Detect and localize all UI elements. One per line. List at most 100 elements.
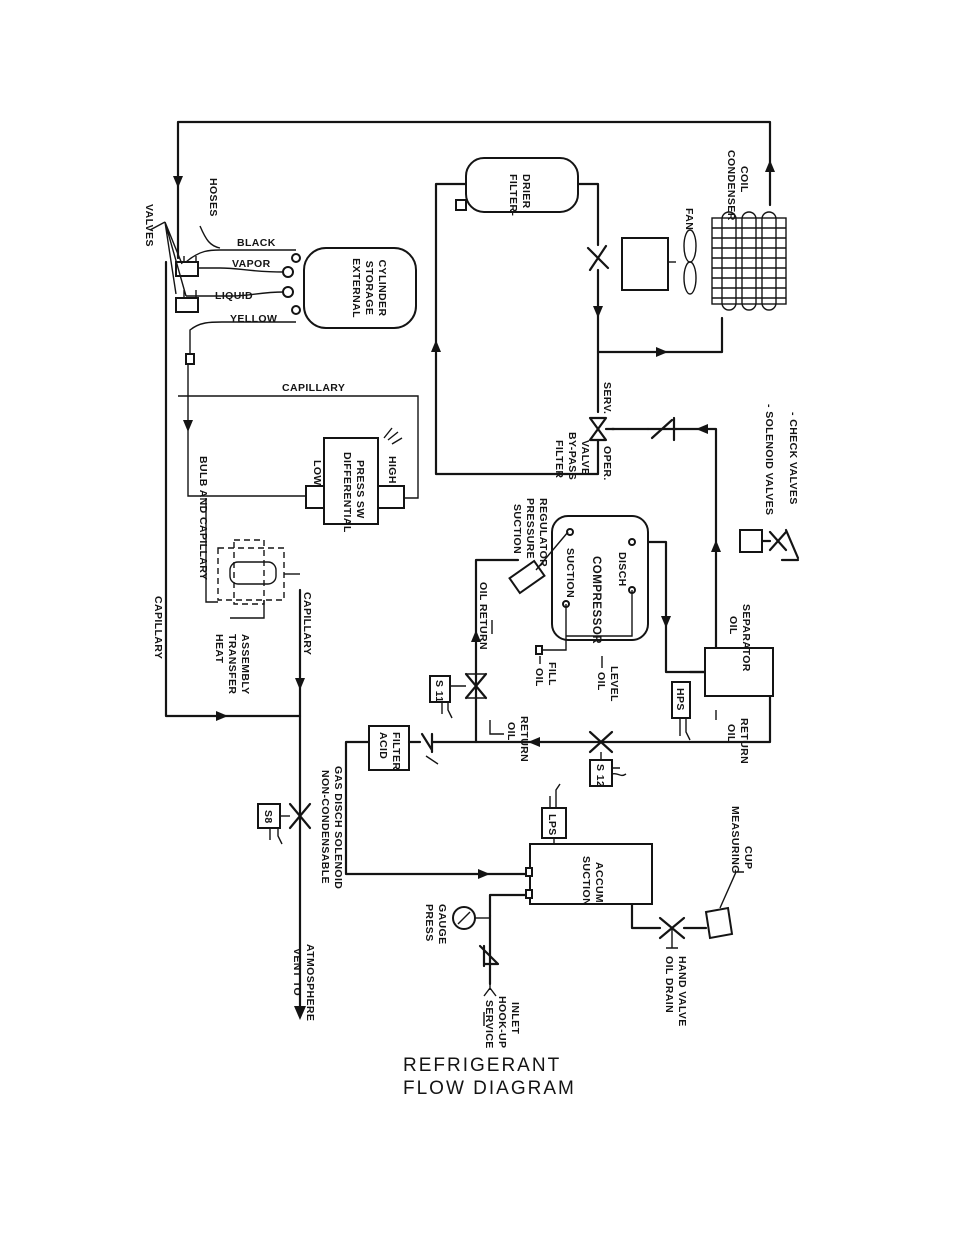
drain-label-2: HAND VALVE	[676, 956, 688, 1027]
filter-drier: FILTER- DRIER	[455, 157, 579, 216]
spr-label-3: REGULATOR	[537, 498, 549, 567]
hps-switch: HPS	[671, 681, 691, 741]
arrow-right-cond	[656, 347, 668, 357]
oil-level-label-1: OIL	[595, 672, 607, 691]
ncg-label-1: NON-CONDENSABLE	[319, 770, 331, 884]
heat-transfer-label-3: ASSEMBLY	[239, 634, 251, 695]
arrow-up-sep	[711, 540, 721, 552]
compressor-suction-label: SUCTION	[564, 548, 576, 598]
compressor-label: COMPRESSOR	[590, 556, 602, 644]
liquid-hose-label: LIQUID	[215, 290, 253, 302]
legend-solenoid-label: - SOLENOID VALVES	[763, 404, 775, 515]
s12-solenoid-valve: S 12	[588, 730, 627, 787]
cylinder-label-3: CYLINDER	[376, 260, 388, 317]
measuring-cup: MEASURING CUP	[704, 806, 754, 940]
diff-press-label-2: PRESS SW	[354, 460, 366, 519]
bulb-capillary-label: BULB AND CAPILLARY	[197, 456, 209, 580]
acid-filter: ACID FILTER	[368, 725, 439, 771]
diff-press-label-1: DIFFERENTIAL	[341, 452, 353, 533]
caption-line-1: REFRIGERANT	[403, 1055, 562, 1076]
vent-label-2: ATMOSPHERE	[304, 944, 316, 1021]
oil-return-b-label-1: OIL	[505, 722, 517, 741]
service-label-3: INLET	[509, 1002, 521, 1035]
oil-return-c-label-2: RETURN	[738, 718, 750, 764]
oil-separator-label-1: OIL	[727, 616, 739, 635]
diff-press-low-label: LOW	[311, 460, 323, 486]
fan: FAN	[621, 208, 697, 295]
accum-label-2: ACCUM	[593, 862, 605, 903]
legend-valve-symbol	[760, 530, 788, 552]
heat-transfer-assembly	[205, 498, 300, 619]
legend-solenoid-symbol	[739, 529, 763, 553]
spr-label-1: SUCTION	[511, 504, 523, 554]
oil-separator-label-2: SEPARATOR	[740, 604, 752, 672]
check-valve-bypass	[646, 416, 678, 442]
heat-transfer-label-2: TRANSFER	[226, 634, 238, 694]
valves-manifold	[149, 221, 199, 313]
gauge-label-1: PRESS	[423, 904, 435, 942]
arrow-left-bottom	[528, 737, 540, 747]
s12-label: S 12	[594, 764, 606, 787]
legend-check-label: - CHECK VALVES	[787, 412, 799, 505]
arrow-up-regulator	[471, 630, 481, 642]
s8-label: S8	[262, 810, 274, 824]
lps-label: LPS	[546, 814, 558, 836]
acid-filter-label-1: ACID	[377, 732, 389, 759]
arrow-down-cap	[295, 678, 305, 690]
oil-fill-label-1: OIL	[533, 668, 545, 687]
arrow-down-drier	[593, 306, 603, 318]
arrow-down-vent	[294, 1006, 306, 1020]
condenser-label-2: COIL	[738, 166, 750, 193]
spr-label-2: PRESSURE	[524, 498, 536, 559]
suction-accumulator: SUCTION ACCUM	[525, 843, 653, 906]
piping	[164, 120, 772, 1012]
capillary-mid-label: CAPILLARY	[301, 592, 313, 655]
cylinder-label-1: EXTERNAL	[350, 258, 362, 318]
acid-filter-label-2: FILTER	[390, 732, 402, 770]
service-label-2: HOOK-UP	[496, 996, 508, 1048]
legend: - SOLENOID VALVES - CHECK VALVES	[739, 404, 800, 562]
compressor-disch-label: DISCH	[616, 552, 628, 587]
oil-return-b-pointer	[489, 720, 504, 735]
filter-drier-label-1: FILTER-	[507, 174, 519, 216]
vapor-hose-label: VAPOR	[232, 258, 271, 270]
oil-fill-label-2: FILL	[546, 662, 558, 686]
external-storage-cylinder: EXTERNAL STORAGE CYLINDER	[303, 247, 417, 329]
arrow-up-condenser-return	[765, 160, 775, 172]
capillary-top	[178, 364, 419, 499]
cup-label-2: CUP	[742, 846, 754, 869]
arrow-left-check	[696, 424, 708, 434]
condenser-label-1: CONDENSER	[725, 150, 737, 221]
fan-label: FAN	[683, 208, 695, 230]
capillary-top-label: CAPILLARY	[282, 382, 345, 394]
compressor: COMPRESSOR SUCTION DISCH	[535, 515, 649, 655]
valves-label: VALVES	[143, 204, 155, 247]
oil-return-a-label: OIL RETURN	[477, 582, 489, 650]
bypass-label-3: VALVE	[579, 440, 591, 475]
bypass-label-1: FILTER	[553, 440, 565, 478]
yellow-hose-label: YELLOW	[230, 313, 277, 325]
oil-return-c-label-1: OIL	[725, 724, 737, 743]
oper-label: OPER.	[601, 446, 613, 481]
s11-solenoid-valve: S 11	[429, 672, 488, 719]
suction-pressure-regulator: SUCTION PRESSURE REGULATOR	[508, 498, 569, 595]
flow-arrows	[173, 160, 775, 1020]
black-hose-label: BLACK	[237, 237, 276, 249]
bypass-label-2: BY-PASS	[566, 432, 578, 480]
drain-label-1: OIL DRAIN	[663, 956, 675, 1013]
heat-transfer-label-1: HEAT	[213, 634, 225, 664]
cylinder-label-2: STORAGE	[363, 261, 375, 316]
condenser-coil: CONDENSER COIL	[711, 150, 787, 311]
hoses-label: HOSES	[207, 178, 219, 217]
lps-switch: LPS	[541, 783, 567, 844]
caption-line-2: FLOW DIAGRAM	[403, 1078, 576, 1099]
s8-solenoid-valve: S8	[257, 802, 312, 845]
legend-check-symbol	[780, 528, 800, 562]
hps-label: HPS	[674, 688, 686, 711]
arrow-down-disch	[661, 616, 671, 628]
service-hookup-check-valve: SERVICE HOOK-UP INLET	[478, 944, 521, 1049]
oil-drain-hand-valve: OIL DRAIN HAND VALVE	[658, 916, 688, 1027]
arrow-down-left	[173, 176, 183, 188]
gauge-label-2: GAUGE	[436, 904, 448, 945]
